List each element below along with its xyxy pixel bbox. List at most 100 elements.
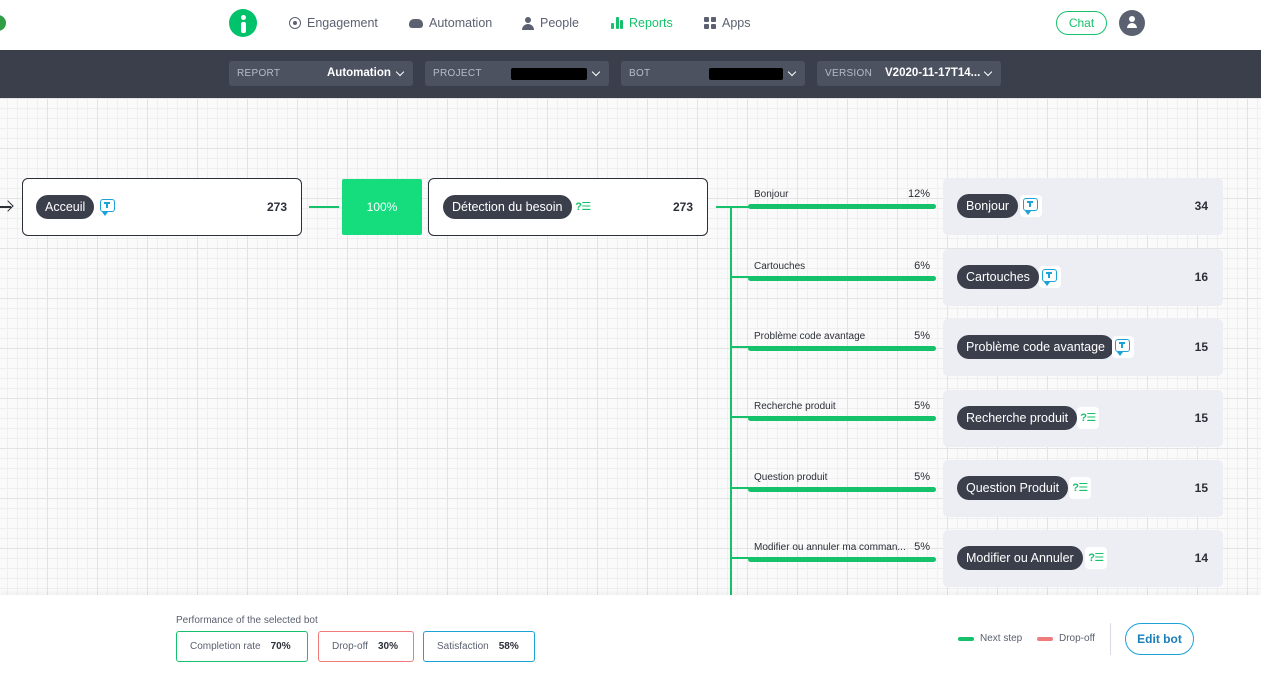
arrow-right-icon <box>0 201 14 213</box>
nav-item-apps[interactable]: Apps <box>704 14 751 32</box>
performance-title: Performance of the selected bot <box>176 615 318 626</box>
flow-node-modifier-ou-annuler[interactable]: Modifier ou Annuler ?☰ 14 <box>943 530 1223 587</box>
branch-percent: 5% <box>914 471 930 483</box>
chevron-down-icon <box>787 67 797 77</box>
node-name: Détection du besoin <box>443 195 572 219</box>
metric-label: Satisfaction <box>437 641 489 652</box>
project-select-label: PROJECT <box>433 68 482 79</box>
bot-select-label: BOT <box>629 68 651 79</box>
target-icon <box>289 17 301 29</box>
node-count: 15 <box>1194 481 1208 495</box>
branch-label: Recherche produit <box>754 401 836 412</box>
top-nav: Engagement Automation People Reports App… <box>0 0 1261 50</box>
nav-item-automation[interactable]: Automation <box>409 14 492 32</box>
flow-node-probleme-code-avantage[interactable]: Problème code avantage 15 <box>943 319 1223 376</box>
nav-item-label: Reports <box>629 16 673 30</box>
metric-label: Drop-off <box>332 641 368 652</box>
person-icon <box>522 16 534 30</box>
flow-node-recherche-produit[interactable]: Recherche produit ?☰ 15 <box>943 390 1223 447</box>
branch-bar <box>748 204 936 209</box>
question-list-icon: ?☰ <box>1085 547 1107 569</box>
node-name: Question Produit <box>957 476 1069 500</box>
question-list-icon: ?☰ <box>1069 477 1091 499</box>
legend-swatch <box>958 636 974 641</box>
brand-logo-icon[interactable] <box>229 9 257 37</box>
branch-stub <box>730 416 750 418</box>
branch-bar <box>748 276 936 281</box>
message-icon <box>1112 336 1134 358</box>
legend-drop-off: Drop-off <box>1037 633 1095 644</box>
branch-label: Modifier ou annuler ma comman... <box>754 542 906 553</box>
node-count: 15 <box>1194 411 1208 425</box>
nav-item-reports[interactable]: Reports <box>611 14 673 32</box>
flow-node-start[interactable]: Acceuil 273 <box>22 178 302 236</box>
node-name: Acceuil <box>36 195 95 219</box>
branch-label: Question produit <box>754 472 828 483</box>
nav-item-label: Engagement <box>307 16 378 30</box>
version-select[interactable]: VERSION V2020-11-17T14... <box>817 61 1001 86</box>
partial-logo-icon <box>0 15 6 31</box>
redacted-value <box>709 68 783 80</box>
branch-percent: 6% <box>914 260 930 272</box>
node-count: 34 <box>1194 199 1208 213</box>
divider <box>1110 623 1111 655</box>
branch-stub <box>730 276 750 278</box>
branch-bar <box>748 416 936 421</box>
legend-label: Drop-off <box>1059 633 1095 644</box>
node-name: Bonjour <box>957 194 1019 218</box>
branch-percent: 5% <box>914 541 930 553</box>
message-icon <box>1039 266 1061 288</box>
branch-bar <box>748 346 936 351</box>
chat-button[interactable]: Chat <box>1056 11 1107 35</box>
node-name: Recherche produit <box>957 406 1078 430</box>
nav-item-label: Automation <box>429 16 493 30</box>
satisfaction-metric: Satisfaction 58% <box>423 631 535 662</box>
bot-select[interactable]: BOT <box>621 61 805 86</box>
flow-node-detection[interactable]: Détection du besoin ?☰ 273 <box>428 178 708 236</box>
question-list-icon: ?☰ <box>572 196 594 218</box>
completion-rate-metric: Completion rate 70% <box>176 631 308 662</box>
branch-stub <box>730 346 750 348</box>
legend-swatch <box>1037 636 1053 641</box>
flow-node-question-produit[interactable]: Question Produit ?☰ 15 <box>943 460 1223 517</box>
branch-stub <box>730 557 750 559</box>
legend-label: Next step <box>980 633 1023 644</box>
performance-bar: Performance of the selected bot Completi… <box>0 595 1261 679</box>
flow-canvas[interactable]: Acceuil 273 100% Détection du besoin ?☰ … <box>0 98 1261 595</box>
version-select-value: V2020-11-17T14... <box>885 67 981 79</box>
node-count: 15 <box>1194 340 1208 354</box>
drop-off-metric: Drop-off 30% <box>318 631 414 662</box>
branch-trunk-line <box>730 206 732 595</box>
user-avatar[interactable] <box>1119 10 1145 36</box>
connector-line <box>716 206 732 208</box>
nav-item-engagement[interactable]: Engagement <box>289 14 378 32</box>
question-list-icon: ?☰ <box>1077 407 1099 429</box>
message-icon <box>1020 195 1042 217</box>
branch-label: Cartouches <box>754 261 806 272</box>
connector-line <box>309 206 339 208</box>
report-select[interactable]: REPORT Automation <box>229 61 413 86</box>
nav-item-people[interactable]: People <box>522 14 579 32</box>
transition-rate-box: 100% <box>342 179 422 235</box>
flow-node-bonjour[interactable]: Bonjour 34 <box>943 178 1223 235</box>
branch-percent: 12% <box>907 188 930 200</box>
branch-bar <box>748 557 936 562</box>
legend-next-step: Next step <box>958 633 1022 644</box>
project-select[interactable]: PROJECT <box>425 61 609 86</box>
edit-bot-button[interactable]: Edit bot <box>1125 623 1194 655</box>
branch-percent: 5% <box>914 330 930 342</box>
metric-label: Completion rate <box>190 641 261 652</box>
branch-percent: 5% <box>914 400 930 412</box>
flow-node-cartouches[interactable]: Cartouches 16 <box>943 249 1223 306</box>
node-name: Cartouches <box>957 265 1039 289</box>
branch-stub <box>730 206 750 208</box>
metric-value: 58% <box>498 641 519 652</box>
nav-item-label: Apps <box>722 16 751 30</box>
metric-value: 30% <box>377 641 398 652</box>
cloud-icon <box>409 18 423 28</box>
chevron-down-icon <box>983 67 993 77</box>
redacted-value <box>511 68 587 80</box>
metric-value: 70% <box>270 641 291 652</box>
report-select-label: REPORT <box>237 68 281 79</box>
chevron-down-icon <box>591 67 601 77</box>
